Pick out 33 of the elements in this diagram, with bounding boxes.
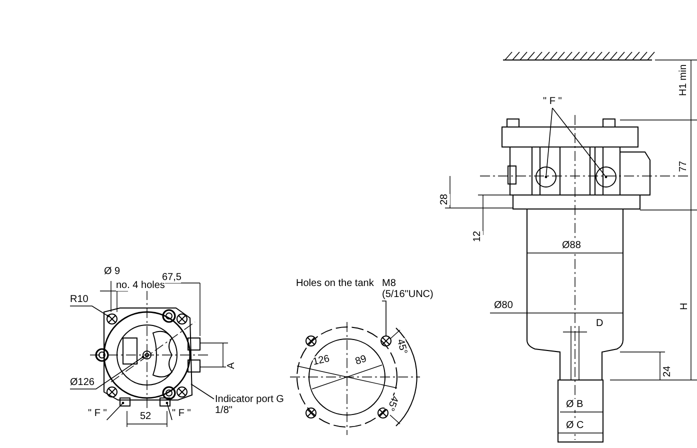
leader-line bbox=[190, 384, 214, 400]
dimension-label: 45° bbox=[384, 394, 400, 412]
dimension-label: Ø 9 bbox=[104, 266, 120, 277]
leader-line bbox=[70, 306, 110, 318]
leader-line bbox=[106, 402, 124, 420]
callout-label: R10 bbox=[70, 294, 88, 305]
dimension-label: Ø88 bbox=[562, 240, 581, 251]
callout-label: " F " bbox=[543, 96, 562, 107]
dimension-label: 126 bbox=[312, 354, 331, 368]
leader-line bbox=[544, 108, 553, 178]
dimension-label: H bbox=[679, 302, 690, 310]
leader-line bbox=[552, 108, 608, 178]
dimension-label: D bbox=[596, 318, 604, 329]
dimension-label: 12 bbox=[472, 230, 483, 242]
callout-label: " F " bbox=[88, 408, 107, 419]
dimension-label: no. 4 holes bbox=[116, 280, 165, 291]
dimension-label: 77 bbox=[678, 160, 689, 172]
dimension-label: H1 min bbox=[678, 64, 689, 96]
leader-line bbox=[166, 402, 172, 420]
dimension-label: Ø80 bbox=[494, 300, 513, 311]
view-caption: Holes on the tank bbox=[296, 278, 374, 289]
callout-label: Ø126 bbox=[70, 377, 94, 388]
dimension-label: 28 bbox=[439, 194, 450, 205]
callout-label: " F " bbox=[172, 408, 191, 419]
dimension-label: Ø B bbox=[566, 399, 584, 410]
dimension-label: 67,5 bbox=[162, 272, 182, 283]
bolt-hole-symbol bbox=[380, 336, 392, 346]
leader-line bbox=[382, 300, 386, 336]
dimension-label: 52 bbox=[140, 411, 152, 422]
dimension-label: A bbox=[226, 362, 237, 369]
dimension-label: 24 bbox=[662, 366, 673, 377]
dimension-label: Ø C bbox=[566, 420, 584, 431]
leader-line bbox=[70, 356, 144, 390]
